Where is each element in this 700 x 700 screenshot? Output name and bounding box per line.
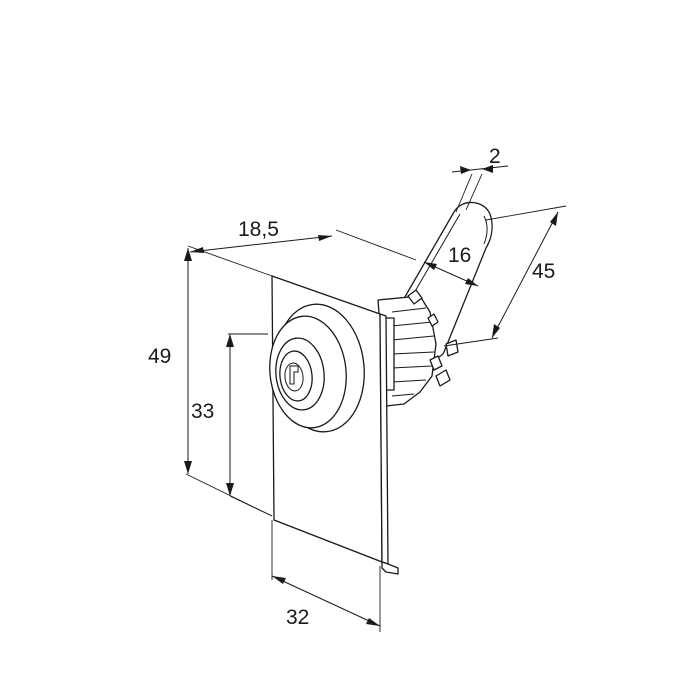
dim-label-18-5: 18,5 bbox=[238, 218, 279, 241]
dim-label-33: 33 bbox=[191, 400, 214, 423]
dim-label-2: 2 bbox=[489, 145, 501, 168]
key-cylinder bbox=[269, 303, 365, 433]
dimension-width-bottom: 32 bbox=[271, 520, 381, 632]
dimension-height-axis: 33 bbox=[191, 333, 273, 517]
dimension-cam-thickness: 2 bbox=[451, 145, 509, 213]
lock-body-nut bbox=[377, 289, 459, 407]
dim-label-49: 49 bbox=[148, 345, 171, 368]
dimension-width-top: 18,5 bbox=[187, 218, 417, 277]
dimension-cam-width: 16 bbox=[423, 244, 479, 287]
dim-label-45: 45 bbox=[532, 260, 555, 283]
dimension-cam-length: 45 bbox=[443, 205, 567, 347]
dim-label-16: 16 bbox=[448, 244, 471, 267]
dimension-height-total: 49 bbox=[148, 248, 273, 517]
dim-label-32: 32 bbox=[286, 606, 309, 629]
